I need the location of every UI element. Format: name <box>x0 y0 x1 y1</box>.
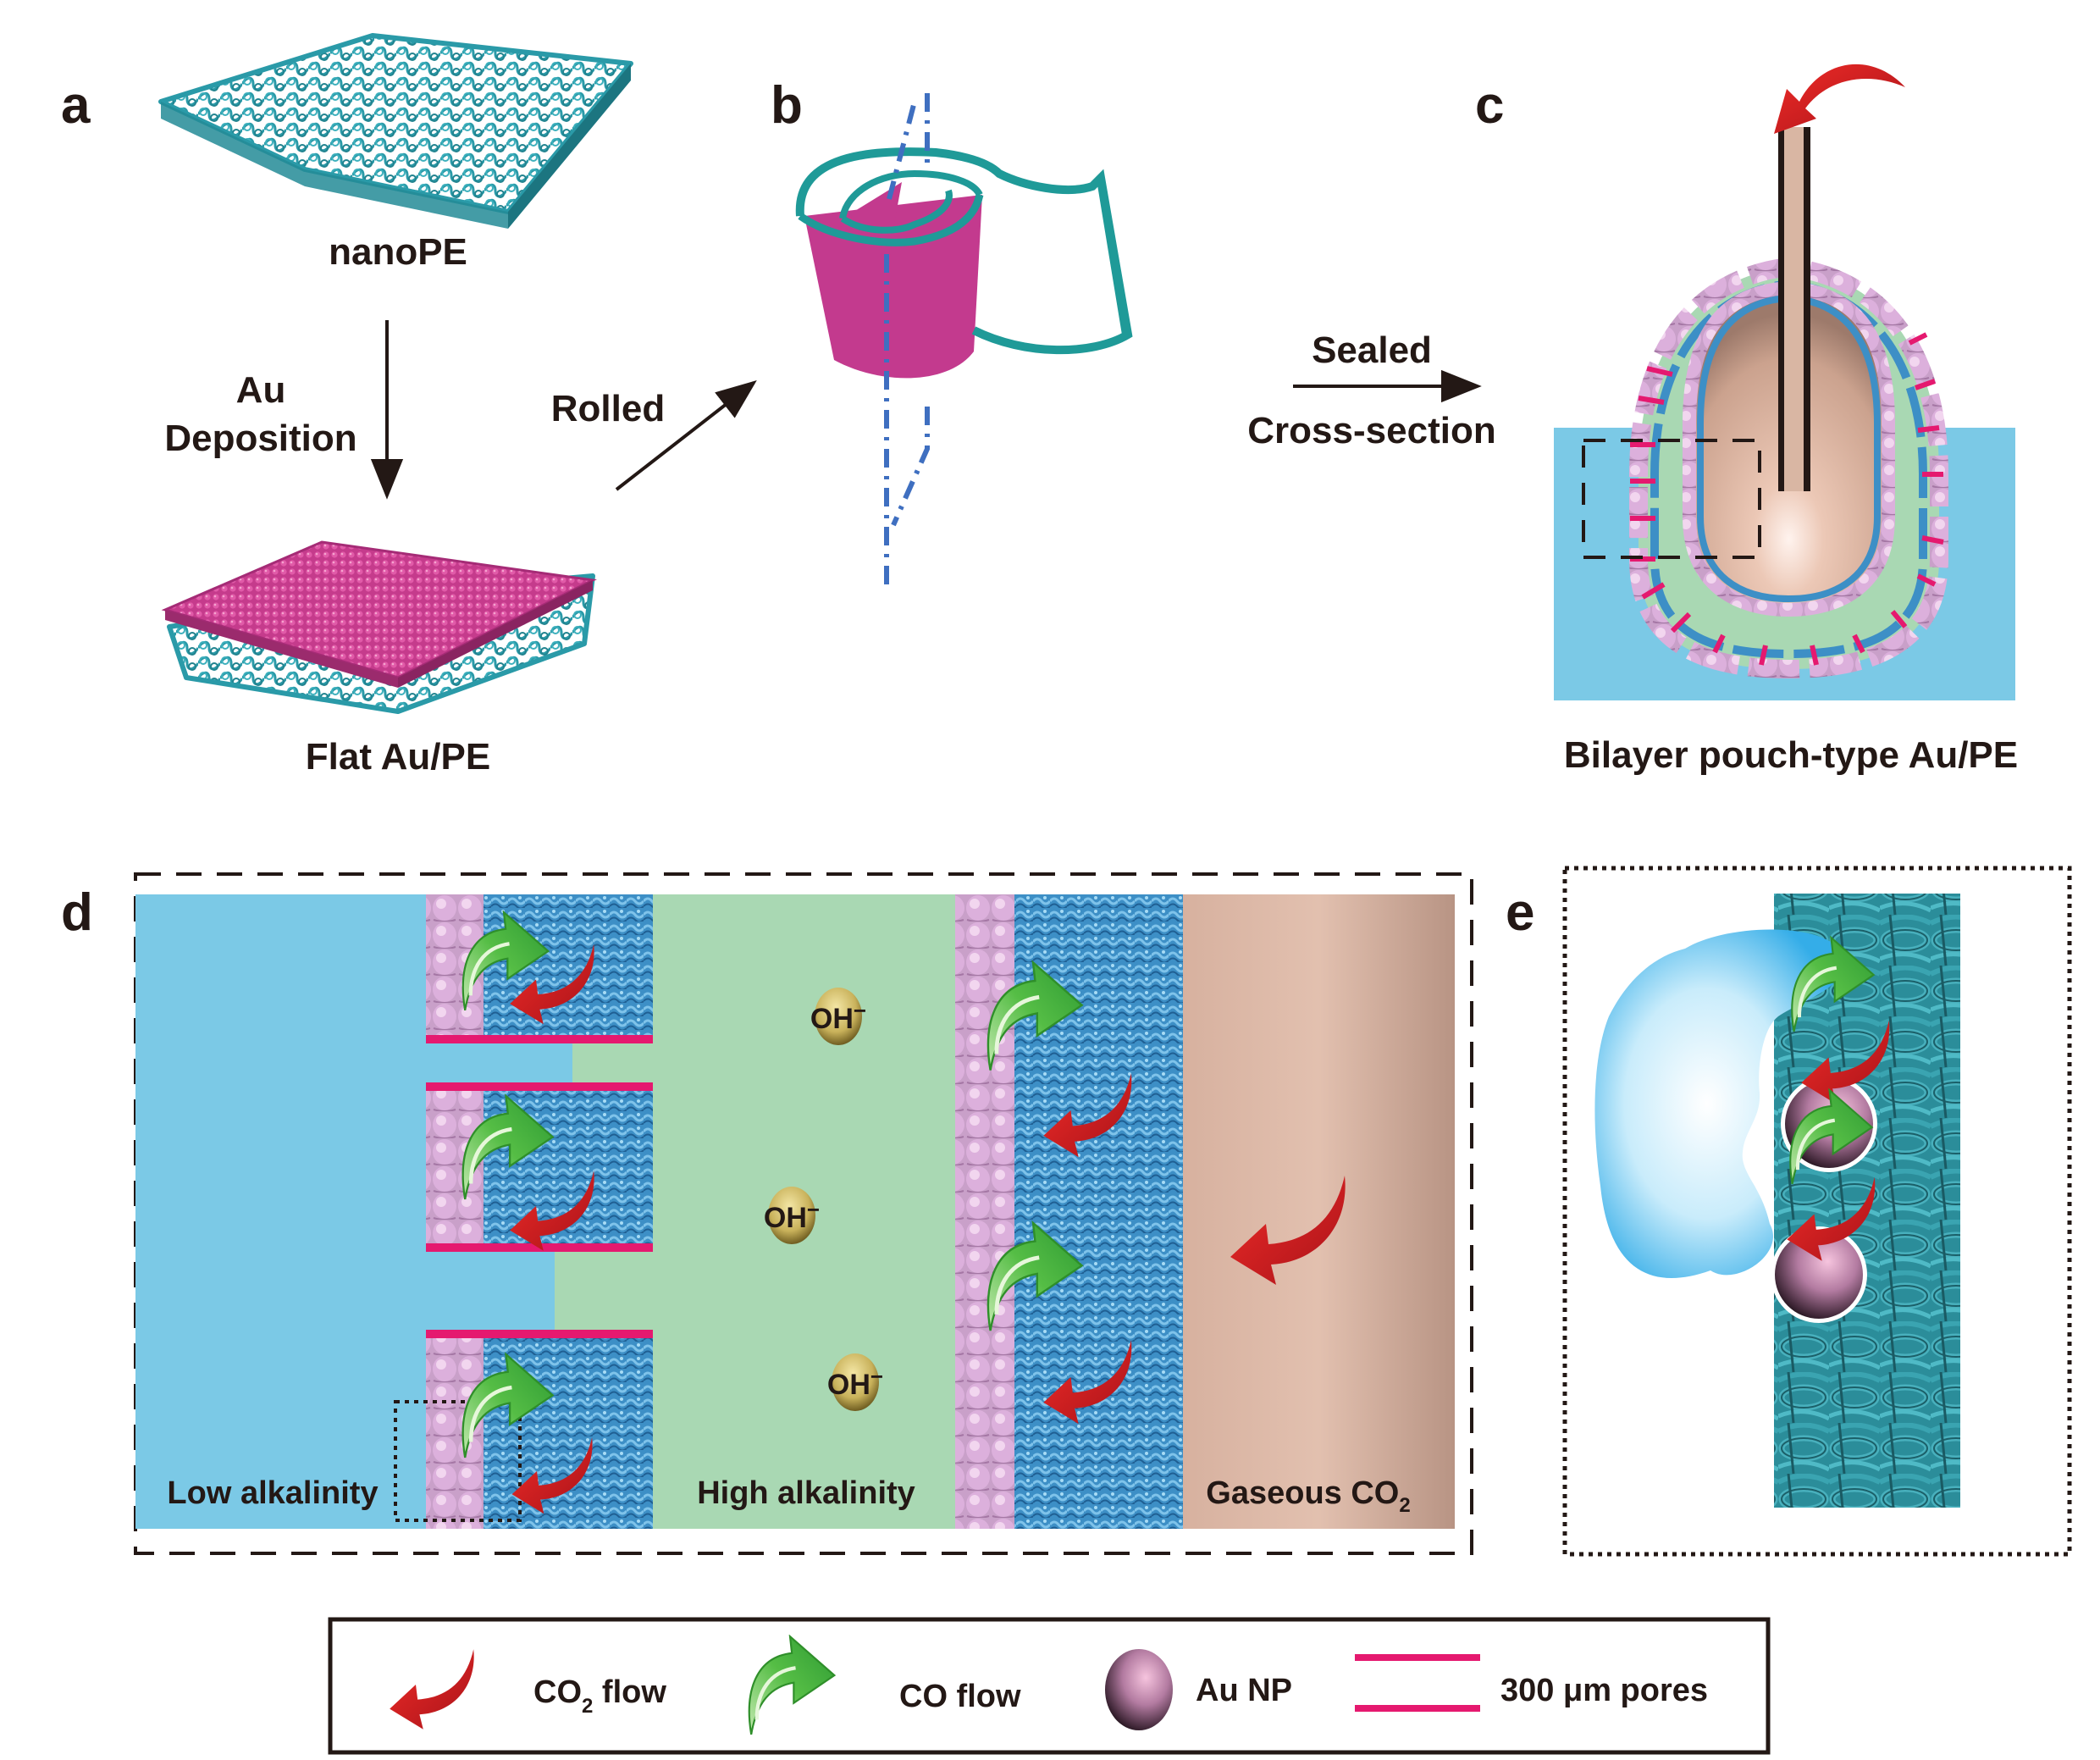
oh-ion: OH− <box>827 1353 883 1411</box>
legend: CO2 flow CO flow Au NP 300 μm pores <box>328 1617 1771 1755</box>
pore-markers <box>1630 332 1944 666</box>
deposition-label: Deposition <box>164 418 356 459</box>
panel-letter-d: d <box>61 883 93 942</box>
legend-label-pores: 300 μm pores <box>1500 1673 1708 1708</box>
nanope-label: nanoPE <box>329 231 467 273</box>
cross-section-label: Cross-section <box>1247 410 1495 451</box>
legend-frame <box>328 1617 1771 1755</box>
panel-d-dashed-frame <box>134 872 1473 1555</box>
rolled-step: Rolled <box>551 380 757 491</box>
magenta-double-bar-icon <box>1355 1654 1480 1712</box>
outer-membrane <box>394 894 653 1529</box>
rolled-sheet-illustration <box>795 93 1133 584</box>
panel-letter-a: a <box>61 76 91 135</box>
gaseous-co2-region <box>1183 894 1455 1529</box>
svg-text:OH−: OH− <box>827 1364 883 1401</box>
high-alkalinity-label: High alkalinity <box>697 1475 915 1511</box>
panel-letter-b: b <box>771 76 803 135</box>
sealed-label: Sealed <box>1312 329 1432 371</box>
bilayer-pouch-caption: Bilayer pouch-type Au/PE <box>1564 734 2018 776</box>
panel-letter-c: c <box>1475 76 1504 135</box>
inner-membrane <box>955 894 1183 1529</box>
svg-text:OH−: OH− <box>764 1197 820 1234</box>
oh-ion: OH− <box>810 988 866 1045</box>
zoom-region-box <box>1582 439 1761 559</box>
electrolyte-droplet <box>1594 929 1844 1279</box>
rotation-axis <box>884 93 930 584</box>
panel-b: b <box>771 76 1133 584</box>
legend-item-pores: 300 μm pores <box>1355 1654 1708 1712</box>
legend-item-co2-flow: CO2 flow <box>390 1649 666 1730</box>
panel-letter-e: e <box>1506 883 1534 942</box>
panel-a: a nanoPE Au Deposition Flat Au/PE <box>61 33 633 778</box>
co2-inflow-arrow <box>1774 64 1905 134</box>
panel-d: d OH− <box>61 872 1473 1555</box>
sealed-step: Sealed Cross-section <box>1247 329 1495 451</box>
legend-item-au-np: Au NP <box>1105 1649 1292 1730</box>
flat-au-pe-illustration <box>161 540 597 714</box>
au-np-sphere <box>1775 1231 1863 1319</box>
legend-label-co-flow: CO flow <box>899 1679 1021 1714</box>
pink-sphere-icon <box>1105 1649 1173 1730</box>
au-label: Au <box>236 369 286 411</box>
legend-label-co2-flow: CO2 flow <box>533 1674 666 1718</box>
rolled-arrow <box>615 380 757 491</box>
legend-label-au-np: Au NP <box>1196 1673 1292 1708</box>
gaseous-co2-label: Gaseous CO2 <box>1206 1475 1410 1517</box>
flat-au-pe-label: Flat Au/PE <box>306 736 490 778</box>
rolled-label: Rolled <box>551 388 665 429</box>
panel-e: e <box>1506 866 2072 1557</box>
low-alkalinity-label: Low alkalinity <box>167 1475 378 1511</box>
svg-text:OH−: OH− <box>810 998 866 1035</box>
legend-item-co-flow: CO flow <box>749 1636 1021 1735</box>
oh-ion: OH− <box>764 1187 820 1244</box>
panel-c: c Bilayer pouch-type <box>1475 64 2018 776</box>
panel-e-dotted-frame <box>1562 866 2072 1557</box>
nanope-mesh-illustration <box>158 33 633 229</box>
